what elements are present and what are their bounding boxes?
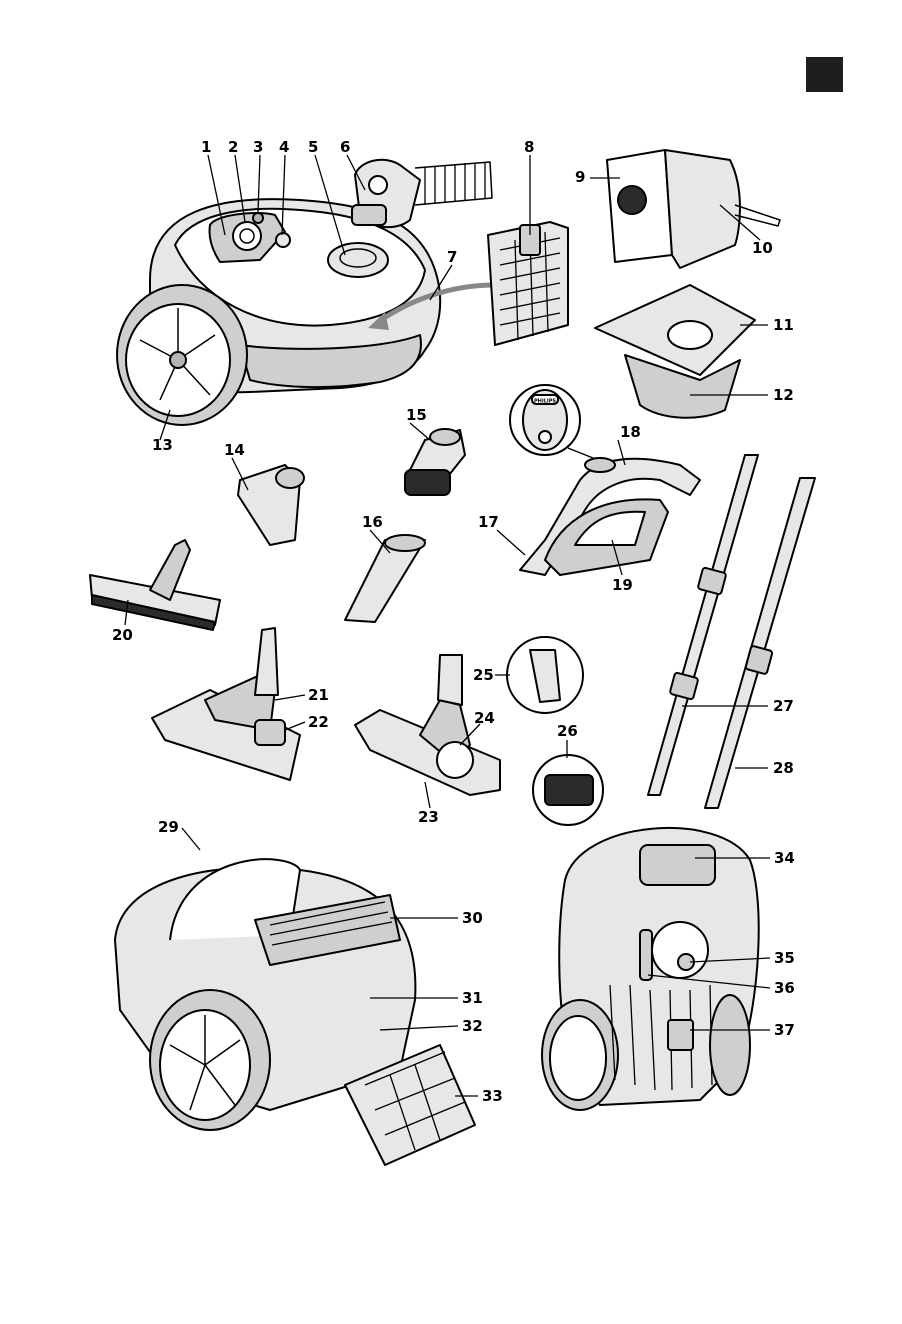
callout-24: 24 <box>474 709 495 727</box>
callout-12: 12 <box>773 386 794 404</box>
hose-swivel-part <box>352 160 492 227</box>
callout-31: 31 <box>462 989 483 1007</box>
callout-30: 30 <box>462 909 483 927</box>
callout-11: 11 <box>773 316 794 334</box>
callout-6: 6 <box>340 138 350 156</box>
callout-3: 3 <box>253 138 263 156</box>
callout-1: 1 <box>201 138 211 156</box>
callout-22: 22 <box>308 713 329 731</box>
callout-17: 17 <box>478 513 499 531</box>
callout-9: 9 <box>575 168 585 186</box>
parquet-nozzle-part <box>90 540 220 630</box>
callout-2: 2 <box>228 138 238 156</box>
vacuum-main-body <box>117 199 495 425</box>
callout-21: 21 <box>308 686 329 704</box>
handle-logo-text: PHILIPS <box>534 399 556 405</box>
tube-part <box>705 478 815 808</box>
callout-25: 25 <box>473 666 494 684</box>
filter-grid-part <box>488 222 568 345</box>
small-nozzle-part <box>238 465 304 545</box>
vacuum-rear-open <box>115 859 475 1165</box>
callout-35: 35 <box>774 949 795 967</box>
callout-32: 32 <box>462 1017 483 1035</box>
callout-5: 5 <box>308 138 318 156</box>
callout-19: 19 <box>612 576 633 594</box>
callout-36: 36 <box>774 979 795 997</box>
callout-4: 4 <box>279 138 289 156</box>
callout-23: 23 <box>418 808 439 826</box>
callout-20: 20 <box>112 626 133 644</box>
callout-27: 27 <box>773 697 794 715</box>
callout-8: 8 <box>524 138 534 156</box>
callout-37: 37 <box>774 1021 795 1039</box>
callout-28: 28 <box>773 759 794 777</box>
floor-nozzle-part <box>152 628 300 780</box>
callout-14: 14 <box>224 441 245 459</box>
callout-7: 7 <box>447 248 457 266</box>
callout-18: 18 <box>620 423 641 441</box>
bag-holder-part <box>595 285 755 418</box>
callout-34: 34 <box>774 849 795 867</box>
callout-16: 16 <box>362 513 383 531</box>
language-tab <box>806 57 843 92</box>
callout-26: 26 <box>557 722 578 740</box>
callout-33: 33 <box>482 1087 503 1105</box>
vacuum-standing <box>542 828 759 1110</box>
callout-15: 15 <box>406 406 427 424</box>
callout-13: 13 <box>152 436 173 454</box>
dusting-brush-part <box>405 429 465 495</box>
callout-10: 10 <box>752 239 773 257</box>
callout-29: 29 <box>158 818 179 836</box>
